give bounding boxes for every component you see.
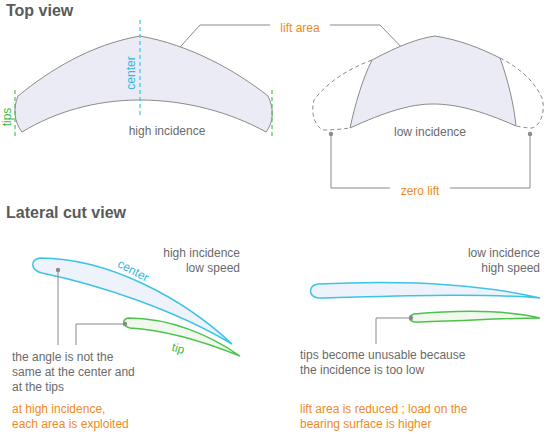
conclusion-note: at high incidence, each area is exploite…: [12, 402, 132, 432]
leader-dot: [123, 322, 127, 326]
note: tips become unusable because the inciden…: [300, 348, 478, 378]
leader-dot: [528, 132, 532, 136]
leader-line: [76, 324, 124, 345]
incidence-caption: low incidence: [309, 125, 549, 139]
wing-planform: high incidence: [10, 30, 280, 148]
tip-guide: [271, 90, 272, 138]
tip-guide: [14, 90, 15, 138]
center-guide: [139, 20, 140, 118]
condition-note: high incidence low speed: [150, 246, 240, 276]
leader-line: [376, 318, 410, 344]
tip-airfoil: [410, 311, 541, 322]
leader-line: [331, 134, 390, 188]
airfoil-label: tip: [170, 340, 186, 358]
center-airfoil: [311, 283, 541, 298]
leader-dot: [56, 268, 60, 272]
wing-planform: low incidence: [305, 30, 547, 148]
incidence-caption: high incidence: [32, 124, 302, 138]
leader-dot: [329, 132, 333, 136]
condition-note: low incidence high speed: [450, 246, 540, 276]
conclusion-note: lift area is reduced ; load on the beari…: [300, 402, 478, 432]
leader-dot: [409, 316, 413, 320]
section-heading: Lateral cut view: [6, 203, 226, 222]
note: the angle is not the same at the center …: [12, 350, 136, 395]
axis-label: tips: [0, 108, 15, 127]
section-heading: Top view: [6, 1, 206, 20]
lift-area-shape: [15, 36, 272, 132]
axis-label: center: [124, 56, 139, 89]
lift-area-shape: [350, 36, 516, 128]
callout-label: zero lift: [401, 184, 440, 199]
leader-line: [450, 134, 530, 188]
callout-label: lift area: [280, 21, 319, 36]
leader-line: [58, 270, 59, 345]
